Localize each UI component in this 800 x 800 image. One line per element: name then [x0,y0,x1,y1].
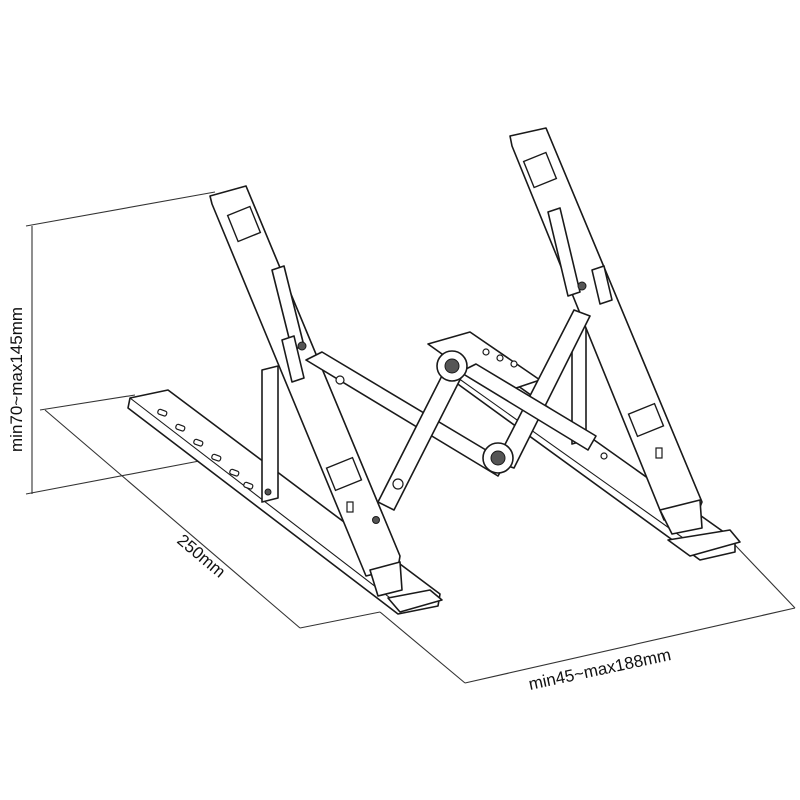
length-dimension-label: 250mm [173,531,229,582]
base-rail-holes [157,408,254,490]
height-dimension-label: min70~max145mm [7,307,26,452]
left-support-leg [261,365,279,503]
height-dimension-lines [25,191,216,495]
left-upright-arm [209,185,401,577]
right-foot [659,499,741,557]
width-dimension-lines [379,544,796,684]
length-dimension-lines [39,394,381,629]
right-upright-arm [509,127,703,521]
scissor-linkage [305,309,608,511]
left-foot [369,561,443,613]
pivot-joints [436,350,514,474]
